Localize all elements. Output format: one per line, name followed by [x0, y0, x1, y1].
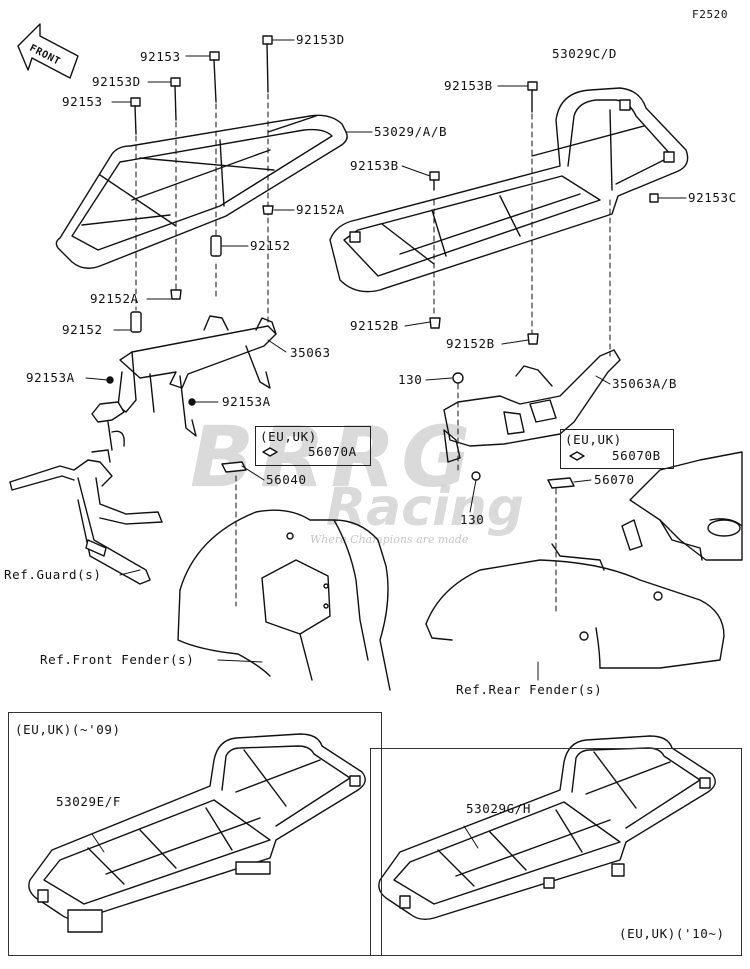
label-130-top: 130 — [398, 372, 423, 387]
watermark-racing: Racing — [326, 478, 525, 538]
label-ref-rear-fender: Ref.Rear Fender(s) — [456, 682, 603, 697]
eu-uk-box-left-label: (EU,UK) — [260, 429, 317, 444]
label-ref-front-fender: Ref.Front Fender(s) — [40, 652, 195, 667]
label-92153d-left: 92153D — [92, 74, 141, 89]
label-56070a: 56070A — [308, 444, 357, 459]
label-56070: 56070 — [594, 472, 635, 487]
label-92152b-left: 92152B — [350, 318, 399, 333]
inset-left-title: (EU,UK)(~'09) — [15, 722, 121, 737]
label-92152a-right: 92152A — [296, 202, 345, 217]
label-92152-left: 92152 — [62, 322, 103, 337]
label-53029ef: 53029E/F — [56, 794, 122, 809]
label-92153b-mid: 92153B — [350, 158, 399, 173]
front-fender-part — [177, 509, 391, 691]
inset-carrier-53029gh — [378, 735, 716, 921]
watermark-tagline: Where Champions are made — [310, 533, 469, 546]
label-92153a-left: 92153A — [26, 370, 75, 385]
label-92152b-right: 92152B — [446, 336, 495, 351]
rear-carrier-53029cd — [329, 87, 689, 293]
eu-uk-box-right-label: (EU,UK) — [565, 432, 622, 447]
label-92153-top: 92153 — [140, 49, 181, 64]
label-92153d-top: 92153D — [296, 32, 345, 47]
label-35063: 35063 — [290, 345, 331, 360]
inset-panel-right: (EU,UK)('10~) — [370, 748, 742, 956]
collars-front — [130, 205, 274, 333]
inset-right-title: (EU,UK)('10~) — [619, 926, 725, 941]
bracket-35063ab — [443, 349, 621, 481]
label-35063ab: 35063A/B — [612, 376, 678, 391]
front-carrier-53029ab — [55, 114, 348, 269]
label-92153b-top: 92153B — [444, 78, 493, 93]
label-53029gh: 53029G/H — [466, 801, 532, 816]
label-56040: 56040 — [266, 472, 307, 487]
label-92153c: 92153C — [688, 190, 737, 205]
label-56070b: 56070B — [612, 448, 661, 463]
label-92153a-right: 92153A — [222, 394, 271, 409]
eu-uk-box-right: (EU,UK) — [560, 429, 674, 469]
bracket-35063 — [106, 315, 277, 437]
eu-uk-box-left: (EU,UK) — [255, 426, 371, 466]
watermark-brrg: BRRG — [190, 408, 477, 506]
rear-fender-part — [425, 543, 725, 669]
figure-code: F2520 — [692, 8, 729, 21]
label-53029ab: 53029/A/B — [374, 124, 448, 139]
label-53029cd: 53029C/D — [552, 46, 618, 61]
label-ref-guard: Ref.Guard(s) — [4, 567, 102, 582]
label-92153-left: 92153 — [62, 94, 103, 109]
label-92152a-left: 92152A — [90, 291, 139, 306]
inset-carrier-53029ef — [28, 733, 366, 933]
label-130-bottom: 130 — [460, 512, 485, 527]
label-92152-right: 92152 — [250, 238, 291, 253]
front-guard-part — [9, 401, 163, 585]
front-arrow-icon — [17, 23, 79, 79]
inset-panel-left: (EU,UK)(~'09) — [8, 712, 382, 956]
